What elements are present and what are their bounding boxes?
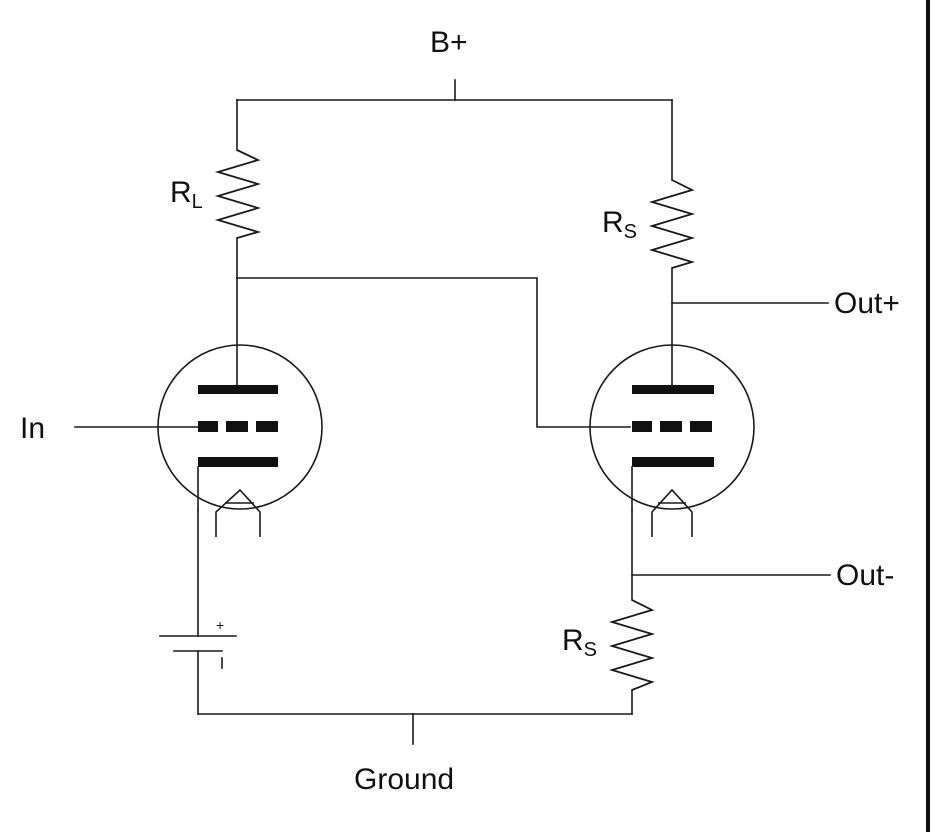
output-pos-label: Out+ bbox=[834, 287, 900, 320]
output-neg-label: Out- bbox=[836, 559, 894, 592]
wire-interstage bbox=[236, 277, 631, 428]
resistor-series-top-label: RS bbox=[602, 206, 637, 243]
tube-right bbox=[589, 344, 755, 537]
tube-left bbox=[157, 344, 323, 537]
supply-rail bbox=[236, 79, 673, 101]
ground-rail bbox=[197, 713, 633, 745]
ground-label: Ground bbox=[354, 763, 454, 796]
battery-plus-label: + bbox=[216, 617, 224, 633]
supply-label: B+ bbox=[430, 26, 468, 59]
resistor-load bbox=[214, 149, 262, 239]
resistor-series-bottom bbox=[608, 599, 656, 691]
resistor-series-bottom-label: RS bbox=[562, 624, 597, 661]
resistor-load-label: RL bbox=[170, 176, 203, 213]
input-label: In bbox=[20, 412, 45, 445]
resistor-series-top bbox=[648, 179, 696, 269]
